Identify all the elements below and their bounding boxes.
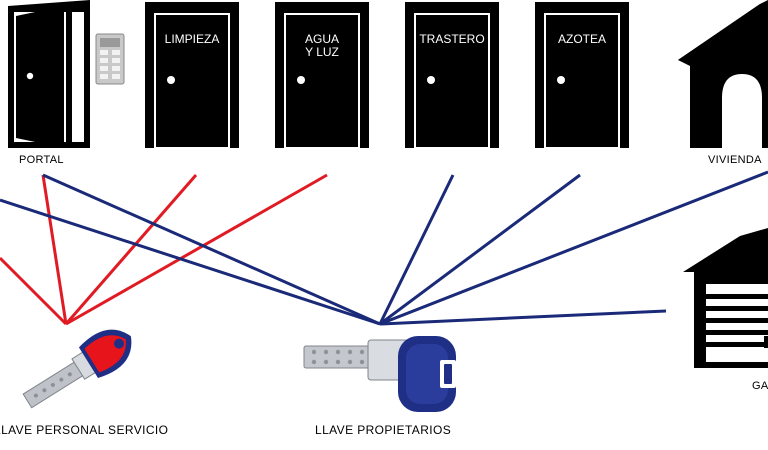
intercom-panel-icon: [95, 33, 125, 85]
propietarios-line-trastero: [378, 174, 455, 325]
servicio-line-left-edge: [0, 256, 68, 326]
llave-servicio-label-text: LLAVE PERSONAL SERVICIO: [0, 423, 169, 437]
vivienda-house-icon: [678, 0, 768, 148]
limpieza-label: LIMPIEZA: [164, 32, 220, 46]
llave-servicio-key-icon: [22, 329, 132, 409]
vivienda-label: VIVIENDA: [708, 154, 762, 166]
propietarios-line-vivienda: [379, 170, 768, 326]
propietarios-line-garaje: [379, 309, 667, 326]
propietarios-line-azotea: [379, 173, 581, 326]
propietarios-line-portal: [42, 173, 381, 326]
garaje-label-text: GARAJE: [752, 380, 768, 392]
limpieza-door-icon: [145, 2, 239, 149]
servicio-line-agua-luz: [65, 173, 328, 326]
llave-propietarios-key-icon: [303, 336, 456, 412]
garaje-garage-icon: [683, 228, 768, 368]
trastero-door-icon: [405, 2, 499, 149]
azotea-door-icon: [535, 2, 629, 149]
portal-door-icon: [8, 0, 90, 148]
propietarios-lines: [0, 170, 768, 326]
agua-luz-label: AGUA Y LUZ: [304, 32, 339, 59]
servicio-line-limpieza: [64, 174, 198, 325]
garaje-label: GARAJE: [752, 380, 768, 392]
propietarios-line-left-edge: [0, 198, 381, 326]
llave-servicio-label: LLAVE PERSONAL SERVICIO: [0, 423, 190, 437]
portal-label: PORTAL: [19, 154, 64, 166]
agua-luz-door-icon: [275, 2, 369, 149]
servicio-line-portal: [41, 174, 68, 325]
servicio-lines: [0, 173, 328, 326]
trastero-label: TRASTERO: [419, 32, 485, 46]
azotea-label: AZOTEA: [557, 32, 606, 46]
llave-propietarios-label: LLAVE PROPIETARIOS: [315, 423, 452, 437]
